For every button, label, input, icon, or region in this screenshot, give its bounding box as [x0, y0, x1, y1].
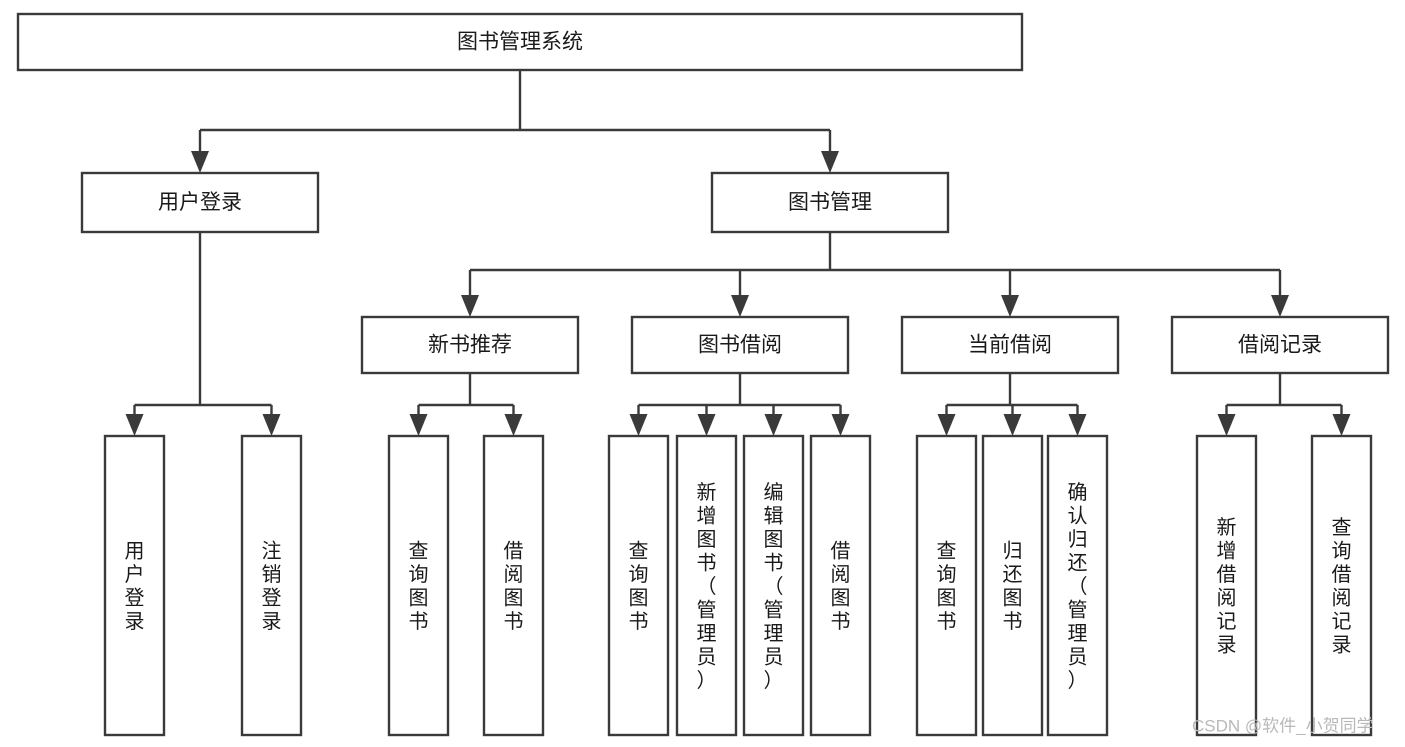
node-box[interactable] — [900, 315, 1120, 375]
node-leaf-查询图书[interactable]: 查询图书 — [915, 434, 978, 737]
arrow-head-icon — [409, 414, 428, 436]
node-layer: 图书管理系统用户登录图书管理新书推荐图书借阅当前借阅借阅记录用户登录注销登录查询… — [16, 12, 1390, 737]
node-level2-借阅记录[interactable]: 借阅记录 — [1170, 315, 1390, 375]
node-box[interactable] — [915, 434, 978, 737]
node-level2-新书推荐[interactable]: 新书推荐 — [360, 315, 580, 375]
arrow-head-icon — [731, 295, 749, 317]
node-label: 确认归还（管理员） — [1068, 481, 1088, 692]
arrow-head-icon — [937, 414, 956, 436]
node-box[interactable] — [240, 434, 303, 737]
node-label: 借阅图书 — [504, 540, 524, 634]
node-leaf-新增借阅记录[interactable]: 新增借阅记录 — [1195, 434, 1258, 737]
node-leaf-查询借阅记录[interactable]: 查询借阅记录 — [1310, 434, 1373, 737]
node-box[interactable] — [1310, 434, 1373, 737]
node-label: 图书借阅 — [698, 334, 782, 357]
node-box[interactable] — [630, 315, 850, 375]
node-label: 新增借阅记录 — [1217, 516, 1237, 657]
node-label: 用户登录 — [158, 191, 242, 214]
node-label: 用户登录 — [125, 541, 145, 634]
node-level1-用户登录[interactable]: 用户登录 — [80, 171, 320, 234]
node-box[interactable] — [809, 434, 872, 737]
node-label: 借阅图书 — [831, 540, 851, 634]
node-label: 查询图书 — [629, 540, 649, 634]
csdn-watermark: CSDN @软件_小贺同学 — [1192, 716, 1374, 735]
arrow-head-icon — [1068, 414, 1087, 436]
node-leaf-注销登录[interactable]: 注销登录 — [240, 434, 303, 737]
node-box[interactable] — [1195, 434, 1258, 737]
arrow-head-icon — [504, 414, 523, 436]
arrow-head-icon — [461, 295, 479, 317]
node-level2-图书借阅[interactable]: 图书借阅 — [630, 315, 850, 375]
node-label: 当前借阅 — [968, 334, 1052, 357]
arrow-head-icon — [764, 414, 783, 436]
node-box[interactable] — [607, 434, 670, 737]
node-leaf-新增图书管理员[interactable]: 新增图书（管理员） — [675, 434, 738, 737]
node-box[interactable] — [1170, 315, 1390, 375]
arrow-head-icon — [262, 414, 281, 436]
node-leaf-查询图书[interactable]: 查询图书 — [607, 434, 670, 737]
node-box[interactable] — [710, 171, 950, 234]
node-box[interactable] — [1046, 434, 1109, 737]
node-level2-当前借阅[interactable]: 当前借阅 — [900, 315, 1120, 375]
arrow-head-icon — [1003, 414, 1022, 436]
node-leaf-借阅图书[interactable]: 借阅图书 — [482, 434, 545, 737]
node-level1-图书管理[interactable]: 图书管理 — [710, 171, 950, 234]
node-box[interactable] — [742, 434, 805, 737]
node-label: 查询图书 — [937, 540, 957, 634]
node-leaf-确认归还管理员[interactable]: 确认归还（管理员） — [1046, 434, 1109, 737]
arrow-head-icon — [821, 151, 839, 173]
arrow-head-icon — [697, 414, 716, 436]
node-leaf-编辑图书管理员[interactable]: 编辑图书（管理员） — [742, 434, 805, 737]
node-root-图书管理系统[interactable]: 图书管理系统 — [16, 12, 1024, 72]
arrow-head-icon — [1001, 295, 1019, 317]
node-box[interactable] — [80, 171, 320, 234]
node-box[interactable] — [981, 434, 1044, 737]
node-box[interactable] — [482, 434, 545, 737]
node-leaf-借阅图书[interactable]: 借阅图书 — [809, 434, 872, 737]
node-label: 借阅记录 — [1238, 334, 1322, 357]
arrow-head-icon — [1332, 414, 1351, 436]
arrow-head-icon — [831, 414, 850, 436]
node-box[interactable] — [360, 315, 580, 375]
arrow-head-icon — [125, 414, 144, 436]
node-label: 归还图书 — [1003, 540, 1023, 634]
node-leaf-查询图书[interactable]: 查询图书 — [387, 434, 450, 737]
connector-layer — [125, 70, 1351, 436]
arrow-head-icon — [1271, 295, 1289, 317]
node-box[interactable] — [675, 434, 738, 737]
node-label: 新书推荐 — [428, 334, 512, 357]
arrow-head-icon — [629, 414, 648, 436]
node-box[interactable] — [16, 12, 1024, 72]
node-leaf-用户登录[interactable]: 用户登录 — [103, 434, 166, 737]
node-label: 图书管理 — [788, 191, 872, 214]
arrow-head-icon — [1217, 414, 1236, 436]
node-label: 查询图书 — [409, 540, 429, 634]
node-label: 注销登录 — [262, 540, 282, 634]
node-label: 编辑图书（管理员） — [764, 481, 784, 692]
node-label: 图书管理系统 — [457, 31, 583, 54]
node-leaf-归还图书[interactable]: 归还图书 — [981, 434, 1044, 737]
node-box[interactable] — [103, 434, 166, 737]
arrow-head-icon — [191, 151, 209, 173]
node-label: 查询借阅记录 — [1332, 516, 1352, 657]
node-label: 新增图书（管理员） — [697, 481, 717, 692]
node-box[interactable] — [387, 434, 450, 737]
